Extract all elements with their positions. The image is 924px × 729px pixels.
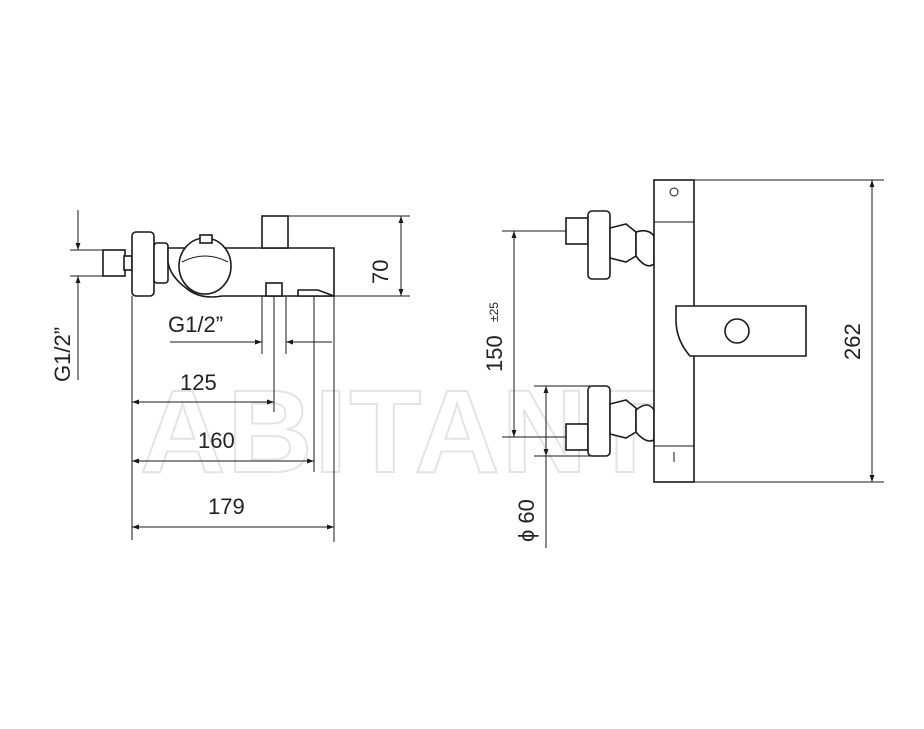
knob-detail	[181, 255, 229, 263]
inlet-nut	[123, 255, 133, 271]
front-view: 150 ±25 ϕ 60 262	[482, 179, 884, 548]
upper-connector-nut	[609, 223, 637, 263]
thread-vertical-label: G1/2”	[50, 327, 75, 382]
dim-160-label: 160	[198, 428, 235, 453]
thread-horizontal-label: G1/2”	[168, 312, 223, 337]
lower-elbow	[635, 404, 655, 442]
lower-rosette	[587, 385, 611, 457]
wall-rosette	[131, 231, 155, 297]
dim-179-label: 179	[208, 494, 245, 519]
spacing-tolerance-label: ±25	[487, 302, 501, 322]
spacing-label: 150	[482, 335, 507, 372]
knob-cap	[199, 234, 213, 244]
lower-connector-nut	[609, 399, 637, 439]
shower-outlet	[265, 282, 283, 297]
inlet-nipple	[102, 249, 126, 277]
rosette-label: ϕ 60	[514, 499, 539, 542]
height-label: 70	[368, 260, 393, 284]
upper-rosette	[587, 210, 611, 280]
upper-inlet-nipple	[565, 217, 589, 245]
side-view: G1/2” 70 G1/2” 125 160 179	[50, 210, 410, 542]
thermostat-knob	[178, 237, 232, 295]
dim-125-label: 125	[180, 370, 217, 395]
total-height-label: 262	[840, 323, 865, 360]
rosette-collar	[153, 242, 169, 284]
lower-inlet-nipple	[565, 423, 589, 451]
column-top-indicator	[669, 187, 679, 197]
diverter-handle	[261, 215, 289, 249]
upper-elbow	[635, 229, 655, 267]
spout-aerator	[724, 318, 750, 344]
